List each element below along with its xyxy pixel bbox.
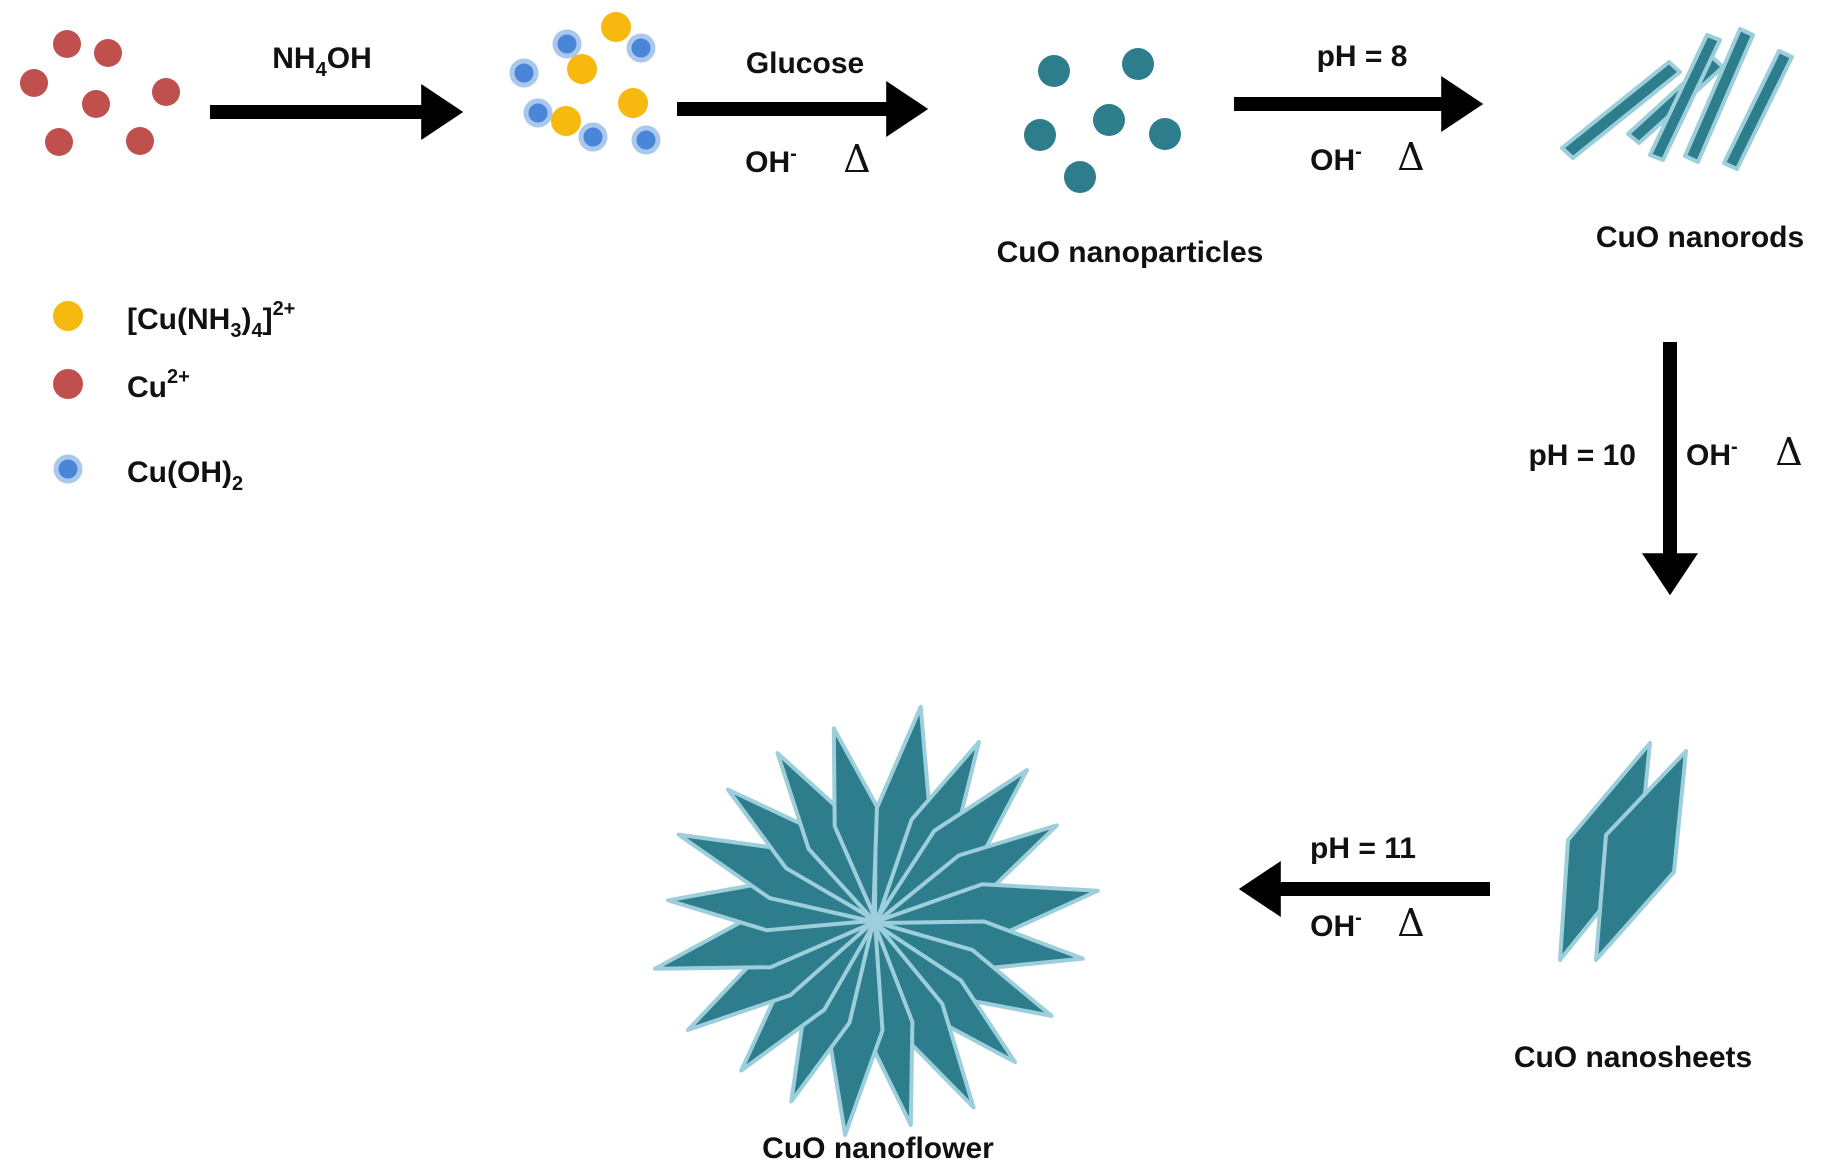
cu-nh3-complex — [551, 106, 581, 136]
reagent-hydroxide: OH- — [1686, 436, 1738, 472]
cuo-nanoparticles — [1024, 48, 1181, 193]
label-nanoparticles: CuO nanoparticles — [997, 236, 1264, 269]
cu2-ion — [82, 90, 110, 118]
cuo-particle — [1064, 161, 1096, 193]
cu2-ion — [20, 69, 48, 97]
legend: [Cu(NH3)4]2+ Cu2+ Cu(OH)2 — [53, 298, 295, 495]
reagent-ph10: pH = 10 — [1528, 439, 1636, 472]
cuo-nanorods — [1560, 27, 1794, 171]
reagent-glucose: Glucose — [746, 47, 864, 80]
heat-symbol: Δ — [1397, 901, 1424, 945]
cuo-particle — [1149, 118, 1181, 150]
cuo-particle — [1122, 48, 1154, 80]
legend-swatch-cuoh2 — [53, 454, 83, 484]
nanorod — [1683, 27, 1755, 164]
reagent-ph11: pH = 11 — [1310, 832, 1416, 865]
label-nanorods: CuO nanorods — [1596, 221, 1804, 254]
nanosheet — [1594, 749, 1688, 962]
cuoh2-particle — [509, 58, 539, 88]
cu2-ion — [94, 39, 122, 67]
cu2-ion — [152, 78, 180, 106]
legend-swatch-cu-nh3 — [53, 301, 83, 331]
reagent-hydroxide: OH- — [1310, 907, 1362, 943]
label-nanosheets: CuO nanosheets — [1514, 1041, 1752, 1074]
cu-nh3-complex — [567, 54, 597, 84]
heat-symbol: Δ — [1397, 135, 1424, 179]
legend-label-cu2: Cu2+ — [127, 366, 190, 404]
nanoflower-petal — [831, 726, 879, 917]
reagent-hydroxide: OH- — [1310, 141, 1362, 177]
cuo-nanosheets — [1558, 741, 1688, 962]
legend-swatch-cu2 — [53, 369, 83, 399]
nanorod — [1648, 33, 1722, 162]
legend-label-cu-nh3: [Cu(NH3)4]2+ — [127, 298, 295, 342]
cuoh2-particle — [552, 29, 582, 59]
cuoh2-particle — [631, 125, 661, 155]
label-nanoflower: CuO nanoflower — [762, 1132, 994, 1165]
reagent-hydroxide: OH- — [745, 143, 797, 179]
cu-nh3-complex — [601, 12, 631, 42]
cuoh2-particle — [626, 33, 656, 63]
cuo-particle — [1093, 104, 1125, 136]
cuoh2-particle — [523, 98, 553, 128]
cu2-ion-cluster — [20, 30, 180, 156]
mixed-complex-cluster — [509, 12, 661, 155]
reagent-nh4oh: NH4OH — [272, 42, 371, 81]
legend-label-cuoh2: Cu(OH)2 — [127, 456, 243, 495]
reagent-ph8: pH = 8 — [1317, 40, 1408, 73]
cu-nh3-complex — [618, 88, 648, 118]
cuo-nanoflower — [652, 704, 1100, 1137]
nanorod — [1560, 60, 1682, 160]
cuoh2-particle — [578, 122, 608, 152]
cuo-particle — [1024, 119, 1056, 151]
cu2-ion — [126, 127, 154, 155]
cuo-particle — [1038, 55, 1070, 87]
heat-symbol: Δ — [1775, 430, 1802, 474]
cu2-ion — [53, 30, 81, 58]
cu2-ion — [45, 128, 73, 156]
heat-symbol: Δ — [843, 137, 870, 181]
nanorod — [1722, 49, 1794, 171]
